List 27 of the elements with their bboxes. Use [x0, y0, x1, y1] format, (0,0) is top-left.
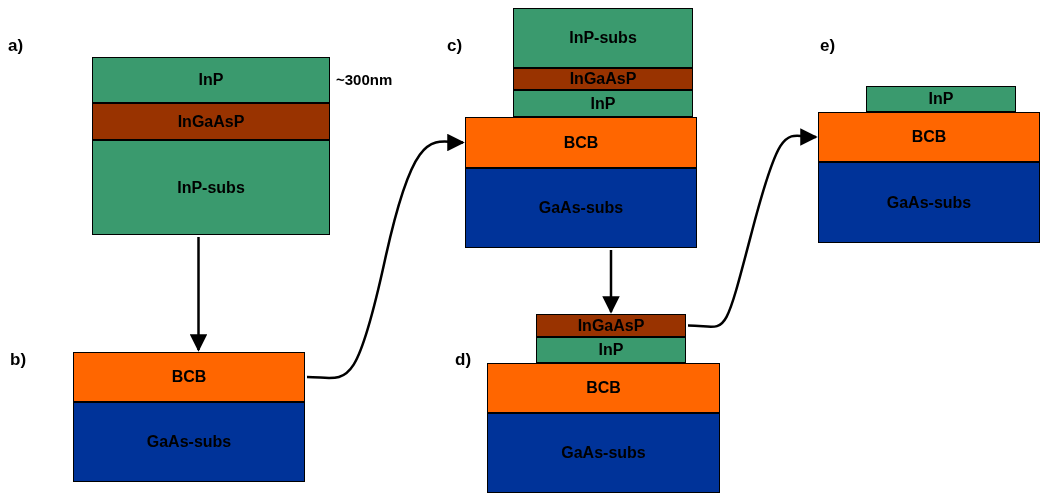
arrow — [602, 250, 620, 314]
arrow — [687, 127, 818, 328]
material-layer: InP — [866, 86, 1016, 112]
material-layer: GaAs-subs — [487, 413, 720, 493]
material-layer: BCB — [487, 363, 720, 413]
material-layer: BCB — [818, 112, 1040, 162]
material-layer: InP-subs — [92, 140, 330, 235]
step-label: b) — [10, 350, 27, 370]
material-layer: GaAs-subs — [73, 402, 305, 482]
material-layer: GaAs-subs — [465, 168, 697, 248]
step-label: e) — [820, 36, 836, 56]
material-layer: InGaAsP — [92, 103, 330, 140]
arrow — [189, 237, 208, 352]
step-label: a) — [8, 36, 24, 56]
material-layer: InP — [513, 90, 693, 117]
material-layer: GaAs-subs — [818, 162, 1040, 243]
thickness-label: ~300nm — [336, 71, 393, 88]
material-layer: BCB — [73, 352, 305, 402]
arrow — [306, 133, 465, 380]
step-label: c) — [447, 36, 463, 56]
material-layer: InP — [92, 57, 330, 103]
material-layer: InGaAsP — [536, 314, 686, 337]
material-layer: InGaAsP — [513, 68, 693, 90]
step-label: d) — [455, 350, 472, 370]
material-layer: BCB — [465, 117, 697, 168]
material-layer: InP — [536, 337, 686, 363]
material-layer: InP-subs — [513, 8, 693, 68]
